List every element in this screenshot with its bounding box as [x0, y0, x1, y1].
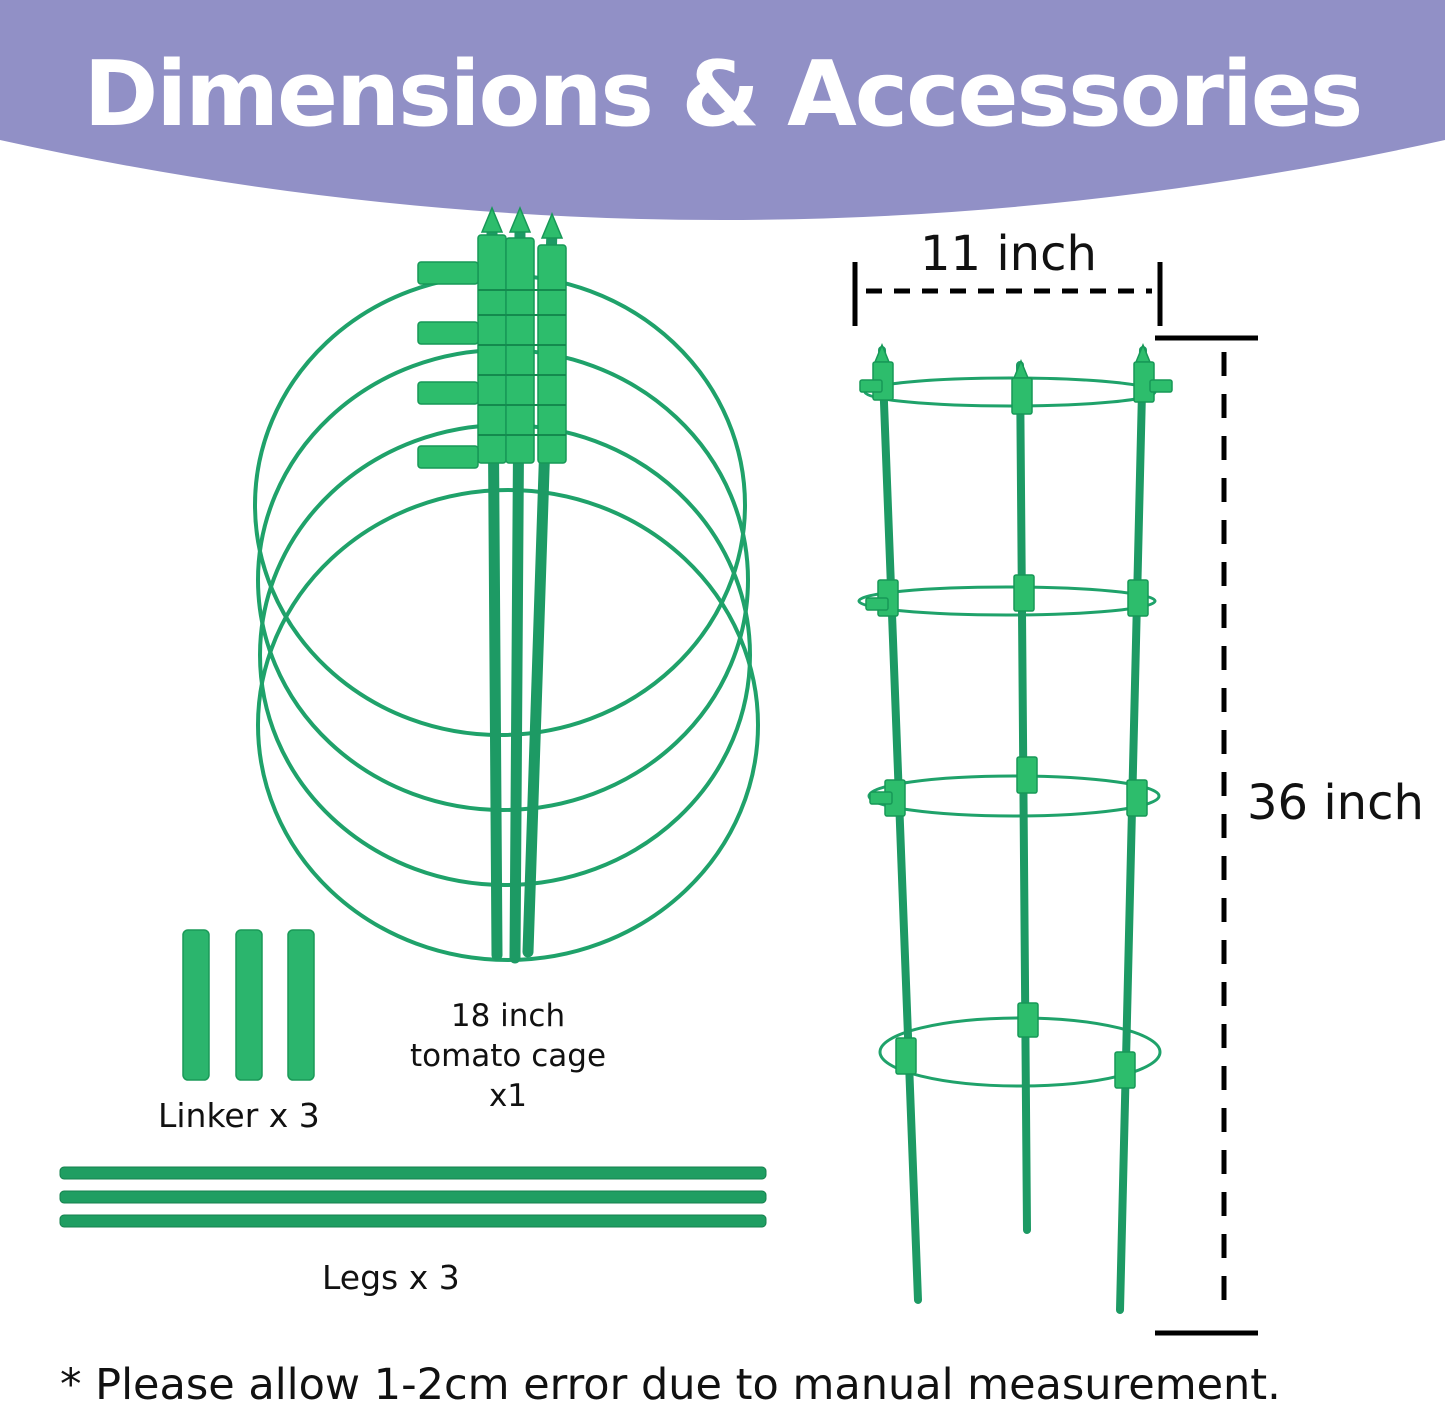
width-dimension-label: 11 inch [920, 226, 1097, 282]
leg-pieces [59, 1166, 767, 1228]
cage-connector-ridges [478, 289, 566, 436]
page-title: Dimensions & Accessories [83, 42, 1364, 147]
legs-label: Legs x 3 [322, 1258, 460, 1297]
height-dimension-label: 36 inch [1247, 775, 1424, 831]
title-banner [0, 0, 1445, 220]
linker-2 [235, 929, 263, 1081]
linker-pieces [182, 929, 315, 1081]
height-dimension-marker [1155, 335, 1258, 1336]
width-dimension-marker [852, 262, 1163, 326]
cage-label-quantity: x1 [488, 1078, 528, 1114]
assembled-connectors [859, 343, 1173, 1089]
linker-label: Linker x 3 [158, 1096, 320, 1135]
leg-2 [59, 1190, 767, 1204]
linker-3 [287, 929, 315, 1081]
cage-label-size: 18 inch [450, 998, 566, 1034]
cage-label-name: tomato cage [409, 1038, 607, 1074]
cage-connectors [417, 206, 567, 469]
cage-label: 18 inch tomato cage x1 [398, 996, 618, 1116]
leg-3 [59, 1214, 767, 1228]
leg-1 [59, 1166, 767, 1180]
measurement-footnote: * Please allow 1-2cm error due to manual… [60, 1360, 1281, 1410]
assembled-stakes [878, 346, 1147, 1314]
linker-1 [182, 929, 210, 1081]
